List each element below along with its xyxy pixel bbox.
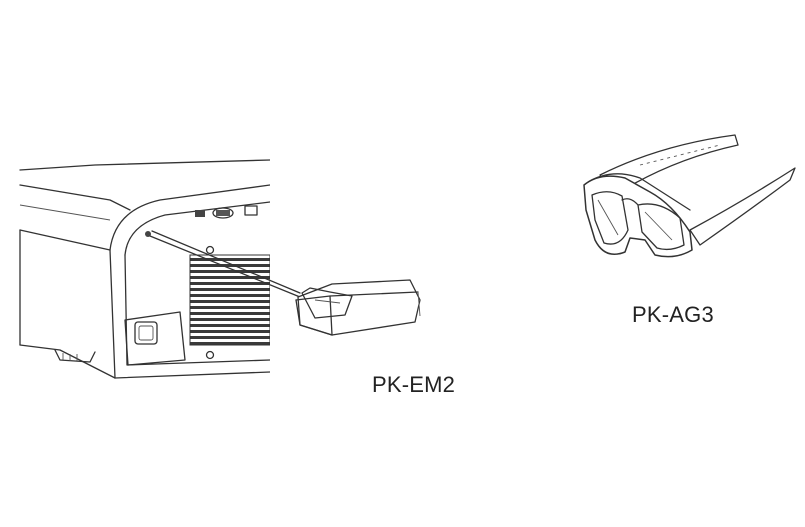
emitter-device xyxy=(295,279,421,336)
projector xyxy=(19,159,270,379)
glasses-lens-left xyxy=(637,203,685,251)
glasses-lens-right xyxy=(591,191,629,245)
emitter-cable xyxy=(149,235,301,298)
vent-grille xyxy=(189,254,270,346)
usb-port xyxy=(195,210,205,217)
glasses-frame xyxy=(583,175,693,258)
hdmi-port xyxy=(212,207,234,219)
projector-foot xyxy=(54,349,96,363)
sync-port xyxy=(244,205,258,216)
projector-front-bezel xyxy=(109,184,270,251)
glasses-temple-right xyxy=(599,134,739,196)
power-inlet xyxy=(134,321,158,345)
3d-synchro-terminal xyxy=(145,231,151,237)
glasses-model-label: PK-AG3 xyxy=(632,302,714,327)
projector-top-edge xyxy=(19,159,270,171)
3d-glasses xyxy=(583,134,796,258)
emitter-model-label: PK-EM2 xyxy=(372,372,456,397)
glasses-temple-left xyxy=(689,167,796,246)
power-inlet-housing xyxy=(124,311,186,366)
